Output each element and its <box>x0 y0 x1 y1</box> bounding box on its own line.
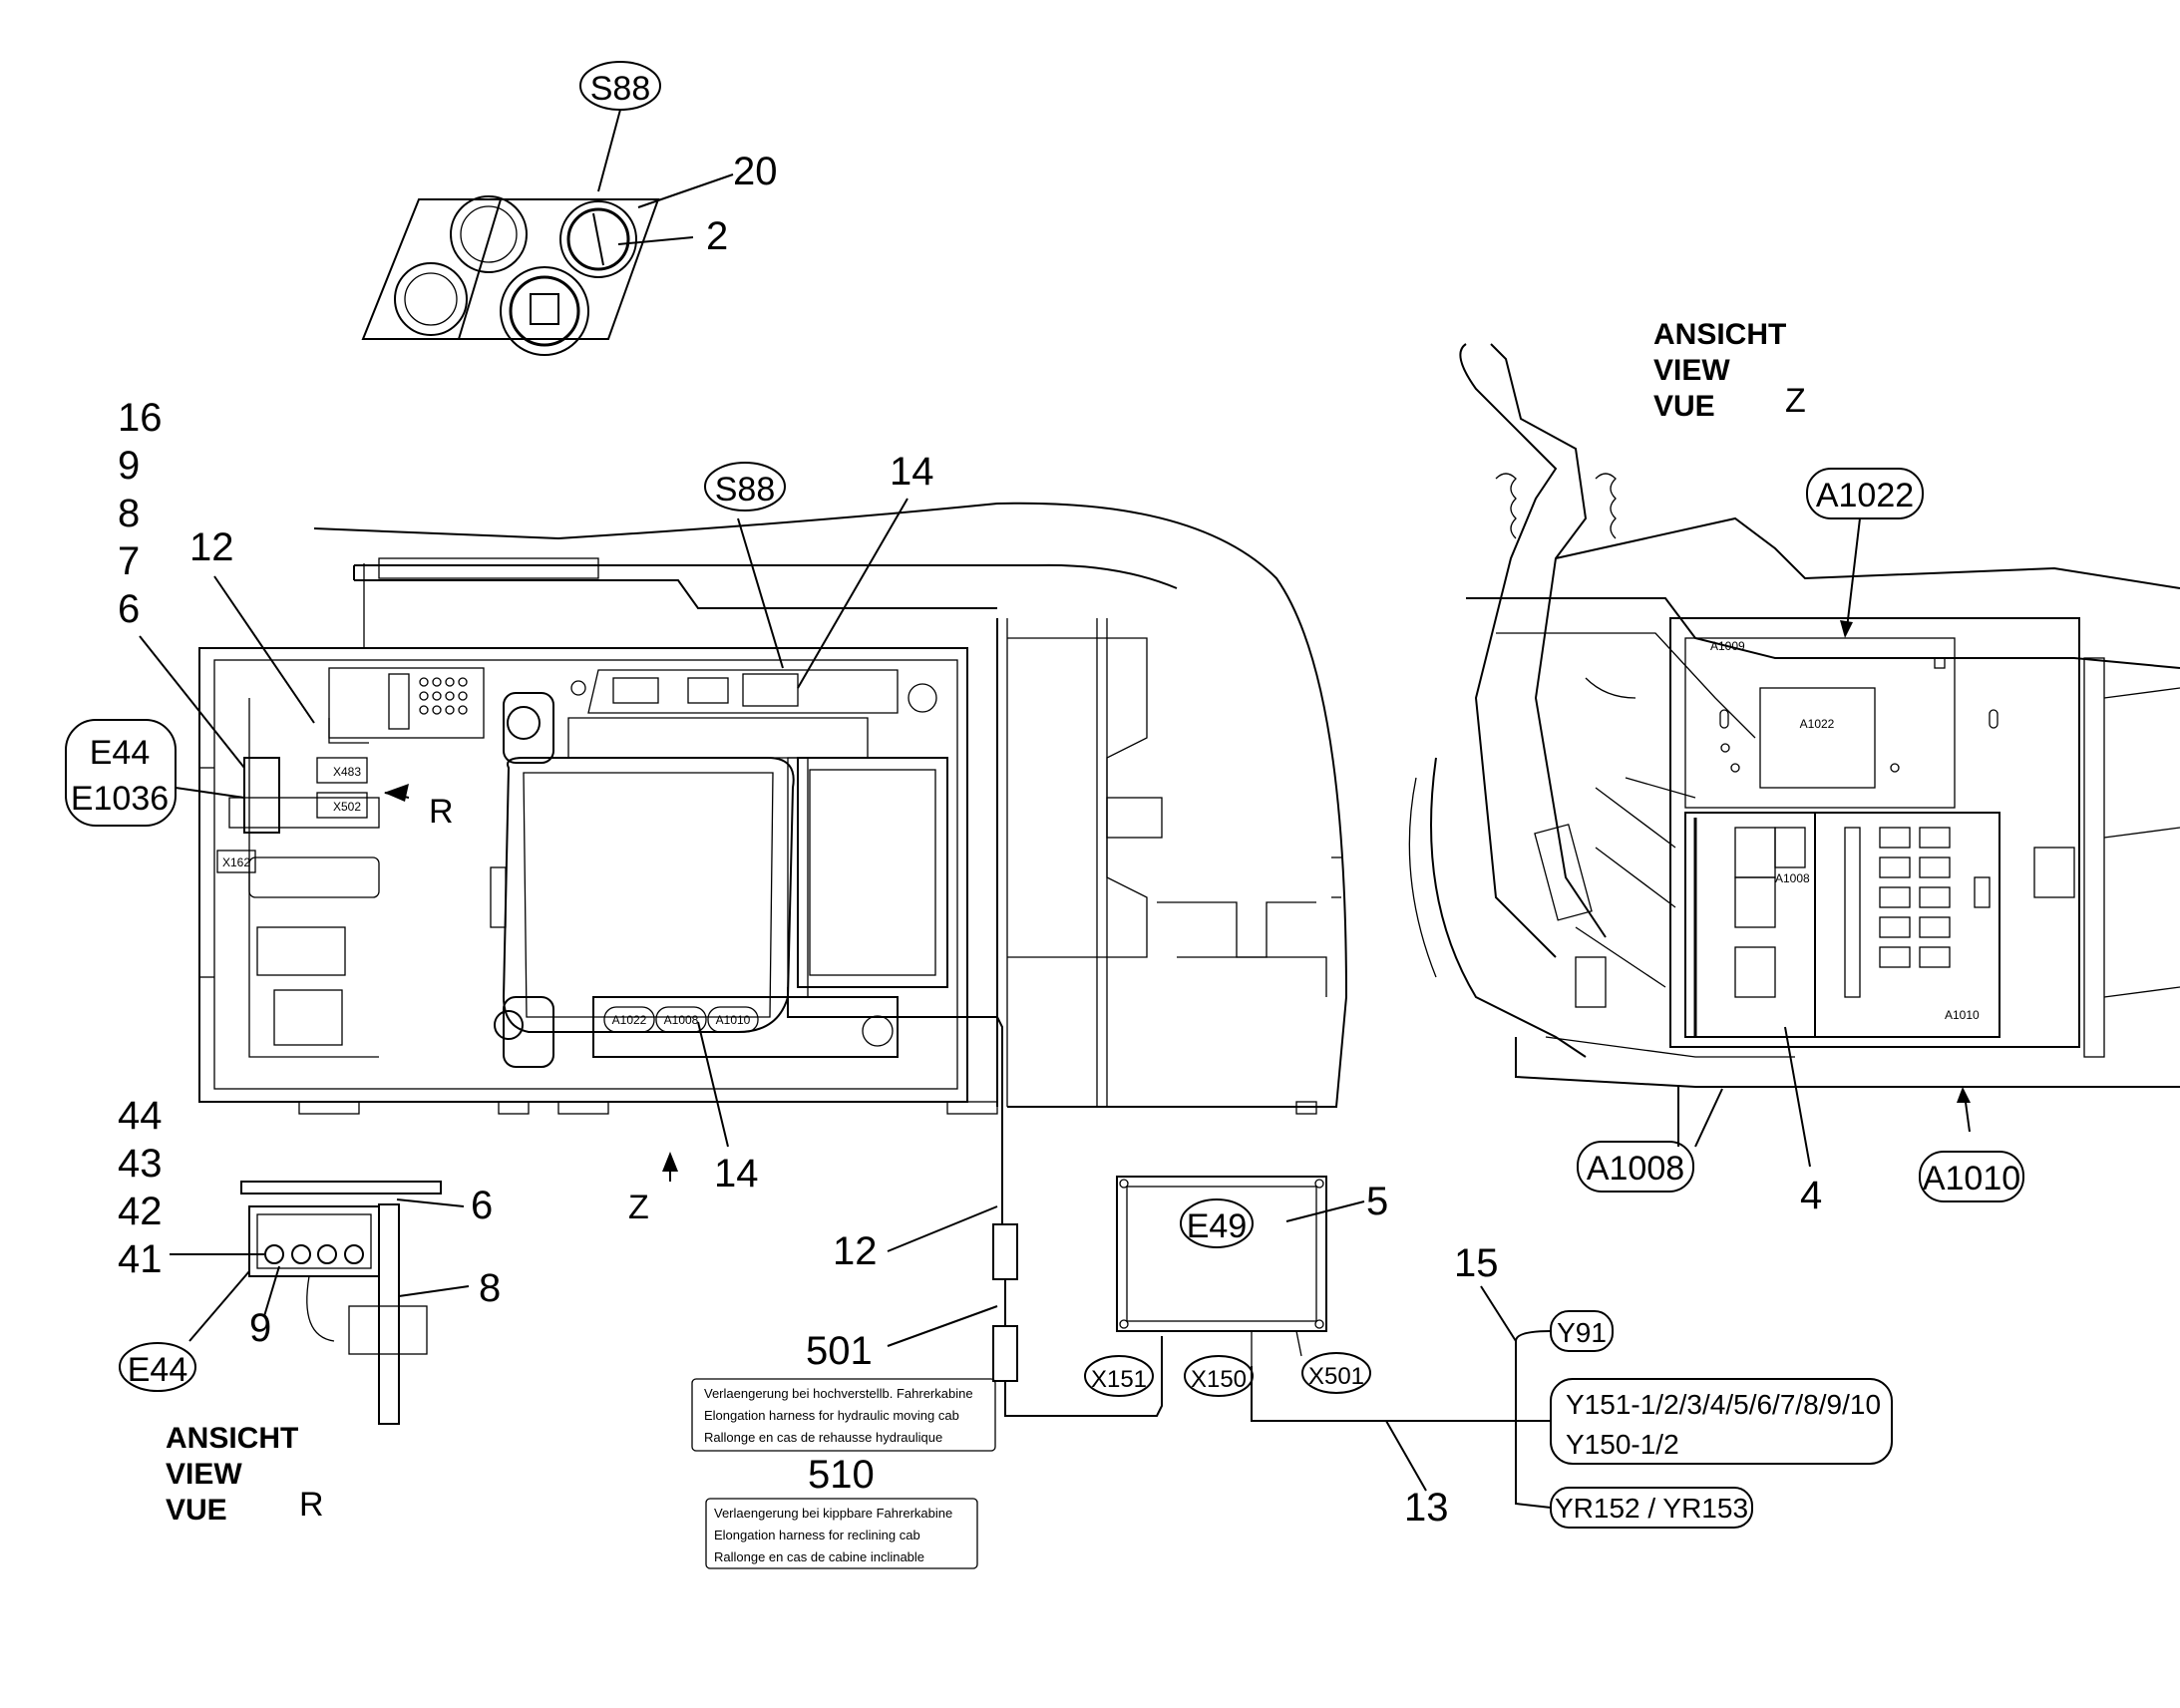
item-6-view-r: 6 <box>471 1184 493 1227</box>
view-z-arrow: Z <box>628 1189 649 1226</box>
view-z-ansicht: ANSICHT <box>1653 318 1786 351</box>
s88-cab-bubble: S88 <box>715 471 776 509</box>
e49-bubble: E49 <box>1187 1207 1248 1245</box>
item-12-harness: 12 <box>833 1229 878 1273</box>
x483-label: X483 <box>333 765 361 779</box>
view-r-arrow: R <box>429 793 454 831</box>
item-15: 15 <box>1454 1241 1499 1285</box>
console-a1022-label: A1022 <box>612 1013 647 1027</box>
item-4: 4 <box>1800 1174 1822 1217</box>
e1036-bubble: E1036 <box>71 780 169 818</box>
note-510-line2: Elongation harness for reclining cab <box>714 1528 920 1542</box>
console-a1008-label: A1008 <box>664 1013 699 1027</box>
item-44: 44 <box>118 1094 163 1138</box>
x501-bubble: X501 <box>1308 1363 1364 1390</box>
view-r-ansicht: ANSICHT <box>166 1422 298 1455</box>
a1008-bubble: A1008 <box>1587 1150 1684 1188</box>
s88-top-bubble: S88 <box>590 70 651 108</box>
y91-bubble: Y91 <box>1557 1317 1607 1348</box>
item-13: 13 <box>1404 1486 1449 1530</box>
item-41: 41 <box>118 1237 163 1281</box>
item-20: 20 <box>733 150 778 193</box>
x151-bubble: X151 <box>1091 1366 1147 1393</box>
box-a1009-label: A1009 <box>1710 639 1745 653</box>
a1010-bubble: A1010 <box>1923 1160 2020 1197</box>
note-501-line1: Verlaengerung bei hochverstellb. Fahrerk… <box>704 1386 973 1401</box>
item-42: 42 <box>118 1190 163 1233</box>
e44-bottom-bubble: E44 <box>128 1351 188 1389</box>
view-z-detail: ANSICHT VIEW VUE Z A1009 A1022 <box>1408 318 2180 1217</box>
extension-harness: 12 501 Verlaengerung bei hochverstellb. … <box>691 1196 1163 1569</box>
item-14-bottom: 14 <box>714 1152 759 1196</box>
note-501-line3: Rallonge en cas de rehausse hydraulique <box>704 1430 942 1445</box>
item-9-view-r: 9 <box>249 1306 271 1350</box>
item-43: 43 <box>118 1142 163 1186</box>
note-510-line3: Rallonge en cas de cabine inclinable <box>714 1549 924 1564</box>
cab-top-view: A1022 A1008 A1010 X483 X502 X162 16 9 8 … <box>65 396 1348 1226</box>
s88-switch-panel: S88 20 2 <box>361 61 778 356</box>
item-5: 5 <box>1366 1180 1388 1223</box>
view-z-letter: Z <box>1785 382 1806 420</box>
view-r-view: VIEW <box>166 1458 242 1491</box>
console-a1010-label: A1010 <box>716 1013 751 1027</box>
x502-label: X502 <box>333 800 361 814</box>
view-r-letter: R <box>299 1486 324 1524</box>
note-501-line2: Elongation harness for hydraulic moving … <box>704 1408 959 1423</box>
box-a1010-label: A1010 <box>1945 1008 1980 1022</box>
item-8-view-r: 8 <box>479 1266 501 1310</box>
note-510-line1: Verlaengerung bei kippbare Fahrerkabine <box>714 1506 952 1521</box>
box-a1008-label: A1008 <box>1775 871 1810 885</box>
item-501: 501 <box>806 1329 873 1373</box>
item-2: 2 <box>706 214 728 258</box>
a1022-bubble: A1022 <box>1816 477 1914 514</box>
item-14-top: 14 <box>890 450 934 494</box>
e44-bubble: E44 <box>90 734 151 772</box>
x150-bubble: X150 <box>1191 1366 1247 1393</box>
x162-label: X162 <box>222 855 250 869</box>
view-r-vue: VUE <box>166 1494 227 1527</box>
item-9: 9 <box>118 444 140 488</box>
view-z-view: VIEW <box>1653 354 1730 387</box>
item-12: 12 <box>189 525 234 569</box>
y151-label: Y151-1/2/3/4/5/6/7/8/9/10 <box>1566 1389 1881 1420</box>
e49-module: E49 5 X151 X150 X501 <box>1084 1176 1511 1422</box>
yr152-bubble: YR152 / YR153 <box>1555 1493 1748 1524</box>
y150-label: Y150-1/2 <box>1566 1429 1679 1460</box>
item-16: 16 <box>118 396 163 440</box>
item-8: 8 <box>118 492 140 535</box>
item-6: 6 <box>118 587 140 631</box>
view-r-detail: 44 43 42 41 6 8 9 E44 ANSICHT VIEW VUE R <box>118 1094 501 1527</box>
valve-branch: 13 15 Y91 Y151-1/2/3/4/5/6/7/8/9/10 Y150… <box>1385 1241 1893 1530</box>
box-a1022-label: A1022 <box>1800 717 1835 731</box>
item-7: 7 <box>118 539 140 583</box>
item-510: 510 <box>808 1453 875 1497</box>
view-z-vue: VUE <box>1653 390 1715 423</box>
